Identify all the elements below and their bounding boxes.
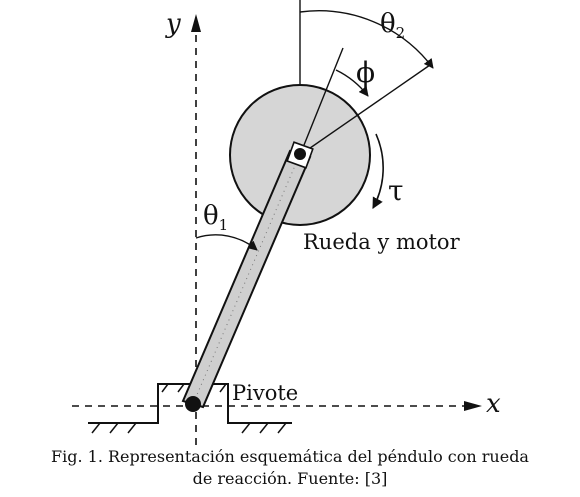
x-axis-arrow bbox=[464, 401, 482, 411]
x-axis-label: x bbox=[486, 389, 501, 419]
theta2-arc bbox=[299, 10, 434, 69]
caption-line-1: Fig. 1. Representación esquemática del p… bbox=[51, 447, 529, 466]
pivot-joint bbox=[185, 396, 201, 412]
theta1-arc bbox=[195, 234, 258, 251]
theta1-label: θ1 bbox=[203, 201, 228, 234]
theta2-reference-line bbox=[299, 64, 431, 156]
y-axis-arrow bbox=[191, 14, 201, 32]
caption-line-2: de reacción. Fuente: [3] bbox=[192, 469, 388, 488]
pivot-label: Pivote bbox=[232, 381, 298, 405]
phi-reference-line bbox=[299, 47, 344, 156]
wheel-label: Rueda y motor bbox=[303, 230, 461, 254]
figure-caption: Fig. 1. Representación esquemática del p… bbox=[0, 446, 580, 490]
wheel-hub bbox=[294, 148, 306, 160]
phi-label: ϕ bbox=[356, 56, 375, 89]
phi-arc bbox=[335, 69, 369, 97]
tau-arc bbox=[372, 133, 384, 209]
tau-label: τ bbox=[388, 174, 404, 207]
pendulum-diagram: y x θ2 ϕ τ Rueda y moto bbox=[72, 0, 501, 445]
theta2-label: θ2 bbox=[380, 9, 405, 42]
y-axis-label: y bbox=[165, 9, 181, 39]
